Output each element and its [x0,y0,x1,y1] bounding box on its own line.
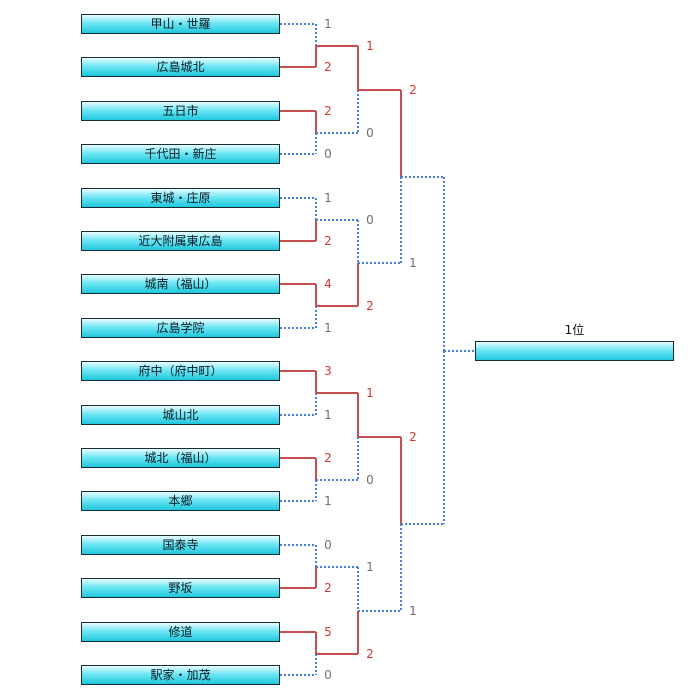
score-label: 0 [366,213,374,227]
team-box[interactable]: 城北（福山） [81,448,280,468]
score-label: 1 [324,321,332,335]
score-label: 5 [324,625,332,639]
team-box[interactable]: 広島学院 [81,318,280,338]
score-label: 2 [409,430,417,444]
score-label: 1 [324,408,332,422]
team-box[interactable]: 東城・庄原 [81,188,280,208]
team-box[interactable]: 府中（府中町） [81,361,280,381]
team-box[interactable]: 五日市 [81,101,280,121]
champion-label: 1位 [564,323,585,337]
score-label: 2 [324,234,332,248]
team-box[interactable]: 本郷 [81,491,280,511]
team-box[interactable]: 城山北 [81,405,280,425]
team-box[interactable]: 修道 [81,622,280,642]
team-box[interactable]: 駅家・加茂 [81,665,280,685]
champion-box[interactable] [475,341,674,361]
team-box[interactable]: 野坂 [81,578,280,598]
team-box[interactable]: 広島城北 [81,57,280,77]
score-label: 0 [366,126,374,140]
team-box[interactable]: 千代田・新庄 [81,144,280,164]
score-label: 1 [366,560,374,574]
score-label: 1 [366,386,374,400]
score-label: 1 [409,256,417,270]
score-label: 2 [366,647,374,661]
score-label: 2 [324,581,332,595]
score-label: 2 [324,60,332,74]
score-label: 1 [409,604,417,618]
score-label: 2 [409,83,417,97]
score-label: 0 [324,538,332,552]
score-label: 2 [366,299,374,313]
score-label: 0 [324,668,332,682]
score-label: 1 [324,191,332,205]
score-label: 3 [324,364,332,378]
score-label: 2 [324,451,332,465]
team-box[interactable]: 甲山・世羅 [81,14,280,34]
score-label: 2 [324,104,332,118]
score-label: 0 [366,473,374,487]
team-box[interactable]: 国泰寺 [81,535,280,555]
team-box[interactable]: 城南（福山） [81,274,280,294]
score-label: 0 [324,147,332,161]
score-label: 4 [324,277,332,291]
score-label: 1 [324,17,332,31]
team-box[interactable]: 近大附属東広島 [81,231,280,251]
score-label: 1 [366,39,374,53]
score-label: 1 [324,494,332,508]
